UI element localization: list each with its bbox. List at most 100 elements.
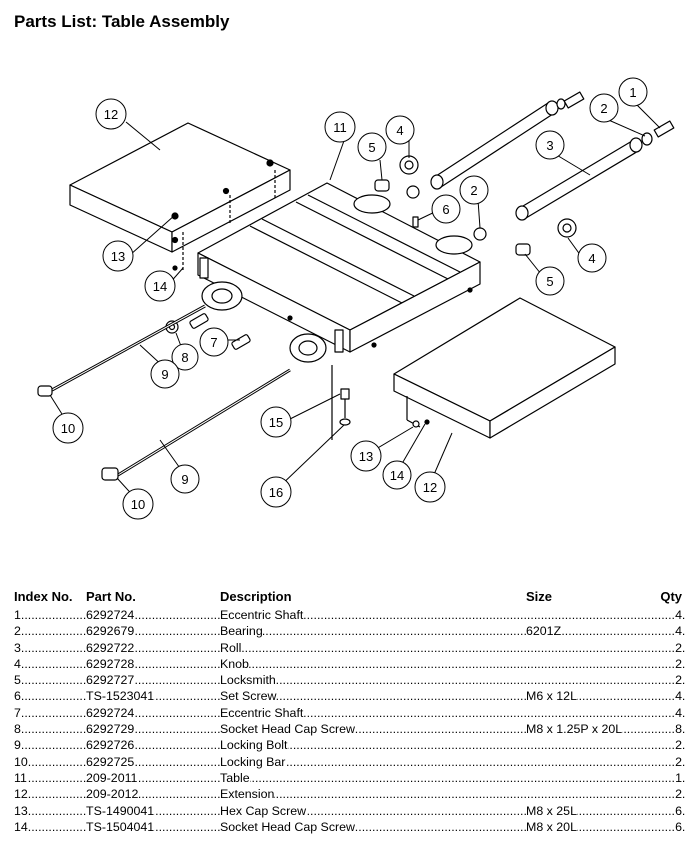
qty-cell: 4 bbox=[675, 688, 682, 705]
callout-1: 1 bbox=[618, 77, 648, 107]
size-cell: M8 x 1.25P x 20L bbox=[526, 721, 623, 738]
table-row: ........................................… bbox=[14, 818, 686, 836]
index-cell: 14 bbox=[14, 818, 28, 836]
svg-text:16: 16 bbox=[269, 485, 283, 500]
table-row: ........................................… bbox=[14, 655, 686, 673]
size-cell: M6 x 12L bbox=[526, 688, 577, 705]
qty-cell: 2 bbox=[675, 639, 682, 656]
index-cell: 12 bbox=[14, 786, 28, 803]
main-table bbox=[197, 182, 481, 353]
index-cell: 10 bbox=[14, 753, 28, 770]
part-number-cell: 6292729 bbox=[86, 721, 135, 738]
eccentric-shaft-small-2 bbox=[189, 313, 209, 329]
description-cell: Socket Head Cap Screw bbox=[220, 818, 355, 836]
callout-13a: 13 bbox=[102, 240, 134, 272]
description-cell: Hex Cap Screw bbox=[220, 802, 307, 819]
description-cell: Set Screw bbox=[220, 688, 277, 705]
table-row: ........................................… bbox=[14, 688, 686, 705]
table-row: ........................................… bbox=[14, 607, 686, 624]
part-number-cell: TS-1523041 bbox=[86, 688, 155, 705]
left-extension-wing bbox=[69, 122, 291, 270]
table-header: Index No. Part No. Description Size Qty bbox=[14, 589, 686, 607]
part-number-cell: 6292724 bbox=[86, 704, 135, 722]
dot-leader: ........................................… bbox=[14, 787, 686, 802]
svg-text:13: 13 bbox=[359, 449, 373, 464]
callout-8: 8 bbox=[171, 343, 199, 371]
locking-lug-left bbox=[201, 281, 243, 311]
callout-5b: 5 bbox=[535, 266, 565, 296]
index-cell: 9 bbox=[14, 737, 21, 754]
svg-text:3: 3 bbox=[546, 138, 553, 153]
svg-text:2: 2 bbox=[600, 101, 607, 116]
locking-lug-right bbox=[289, 333, 327, 363]
part-number-cell: 6292679 bbox=[86, 623, 135, 640]
table-row: ........................................… bbox=[14, 672, 686, 689]
svg-text:8: 8 bbox=[181, 350, 188, 365]
qty-cell: 2 bbox=[675, 786, 682, 803]
socket-screw-right bbox=[424, 419, 430, 425]
page-title: Parts List: Table Assembly bbox=[14, 12, 230, 31]
svg-text:11: 11 bbox=[333, 120, 347, 135]
locksmith-upper bbox=[374, 179, 390, 192]
svg-text:1: 1 bbox=[629, 85, 636, 100]
bearing-mid bbox=[406, 185, 420, 199]
qty-cell: 2 bbox=[675, 737, 682, 754]
callout-11: 11 bbox=[324, 111, 356, 143]
description-cell: Locking Bar bbox=[220, 753, 286, 770]
svg-text:14: 14 bbox=[153, 279, 167, 294]
part-number-cell: 6292725 bbox=[86, 753, 135, 770]
svg-text:4: 4 bbox=[396, 123, 403, 138]
index-cell: 1 bbox=[14, 607, 21, 624]
svg-text:5: 5 bbox=[368, 140, 375, 155]
dot-leader: ........................................… bbox=[14, 705, 686, 720]
svg-text:7: 7 bbox=[210, 335, 217, 350]
hex-cap-screw-left bbox=[171, 236, 179, 244]
header-part: Part No. bbox=[86, 589, 136, 604]
part-number-cell: 6292727 bbox=[86, 672, 135, 689]
svg-text:14: 14 bbox=[390, 468, 404, 483]
dot-leader: ........................................… bbox=[14, 656, 686, 671]
table-row: ........................................… bbox=[14, 623, 686, 640]
socket-screw-left bbox=[172, 265, 178, 271]
size-cell: M8 x 25L bbox=[526, 802, 577, 819]
bearing-left bbox=[473, 227, 487, 241]
dot-leader: ........................................… bbox=[14, 738, 686, 753]
callout-14a: 14 bbox=[144, 270, 176, 302]
index-cell: 11 bbox=[14, 769, 27, 787]
description-cell: Bearing bbox=[220, 623, 263, 640]
svg-text:12: 12 bbox=[104, 107, 118, 122]
lug-top-right bbox=[435, 235, 473, 255]
description-cell: Eccentric Shaft bbox=[220, 607, 304, 624]
callout-4a: 4 bbox=[385, 115, 415, 145]
part-number-cell: 6292724 bbox=[86, 607, 135, 624]
callout-3: 3 bbox=[535, 130, 565, 160]
part-number-cell: 6292726 bbox=[86, 737, 135, 754]
lug-top-left bbox=[353, 194, 391, 214]
qty-cell: 6 bbox=[675, 818, 682, 836]
description-cell: Roll bbox=[220, 639, 242, 656]
svg-text:6: 6 bbox=[442, 202, 449, 217]
svg-text:13: 13 bbox=[111, 249, 125, 264]
callout-6: 6 bbox=[431, 194, 461, 224]
svg-text:9: 9 bbox=[181, 472, 188, 487]
table-row: ........................................… bbox=[14, 753, 686, 770]
svg-text:2: 2 bbox=[470, 183, 477, 198]
index-cell: 4 bbox=[14, 655, 21, 673]
hex-cap-screw-right bbox=[412, 420, 420, 428]
description-cell: Knob bbox=[220, 655, 249, 673]
description-cell: Locking Bolt bbox=[220, 737, 288, 754]
callout-9a: 9 bbox=[150, 359, 180, 389]
qty-cell: 2 bbox=[675, 655, 682, 673]
table-row: ........................................… bbox=[14, 786, 686, 803]
svg-text:12: 12 bbox=[423, 480, 437, 495]
callout-2b: 2 bbox=[459, 175, 489, 205]
dot-leader: ........................................… bbox=[14, 673, 686, 688]
qty-cell: 4 bbox=[675, 704, 682, 722]
part-number-cell: 209-2012 bbox=[86, 786, 139, 803]
header-index: Index No. bbox=[14, 589, 73, 604]
callout-4b: 4 bbox=[577, 243, 607, 273]
header-qty: Qty bbox=[660, 589, 682, 604]
index-cell: 13 bbox=[14, 802, 28, 819]
locking-bolt-lower bbox=[101, 368, 291, 481]
callout-16: 16 bbox=[260, 476, 292, 508]
